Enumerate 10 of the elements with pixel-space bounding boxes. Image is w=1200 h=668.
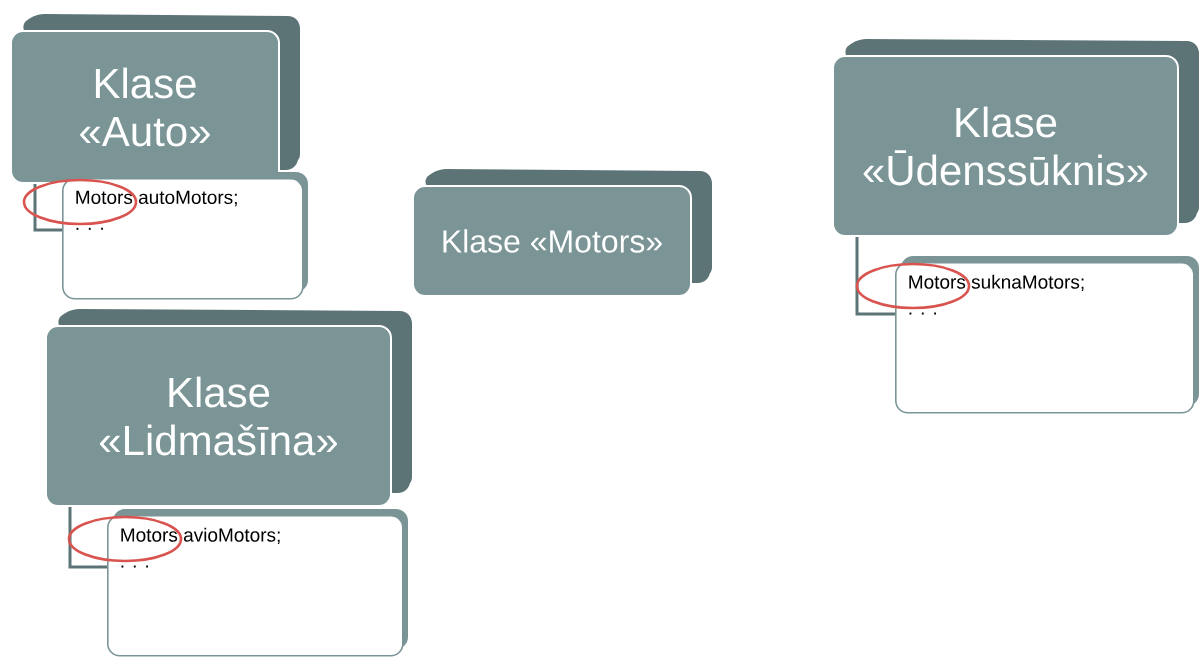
connector-line xyxy=(68,507,107,569)
class-box: Klase «Auto» xyxy=(10,14,300,184)
class-box: Klase «Ūdenssūknis» xyxy=(832,39,1199,237)
connector-line xyxy=(33,184,62,232)
attribute-box: Motors autoMotors; . . . xyxy=(62,172,308,300)
class-box: Klase «Lidmašīna» xyxy=(45,309,412,507)
attribute-box: Motors suknaMotors; . . . xyxy=(895,256,1199,414)
connector-line xyxy=(855,237,895,316)
class-box: Klase «Motors» xyxy=(412,169,712,297)
attribute-box: Motors avioMotors; . . . xyxy=(107,509,408,657)
